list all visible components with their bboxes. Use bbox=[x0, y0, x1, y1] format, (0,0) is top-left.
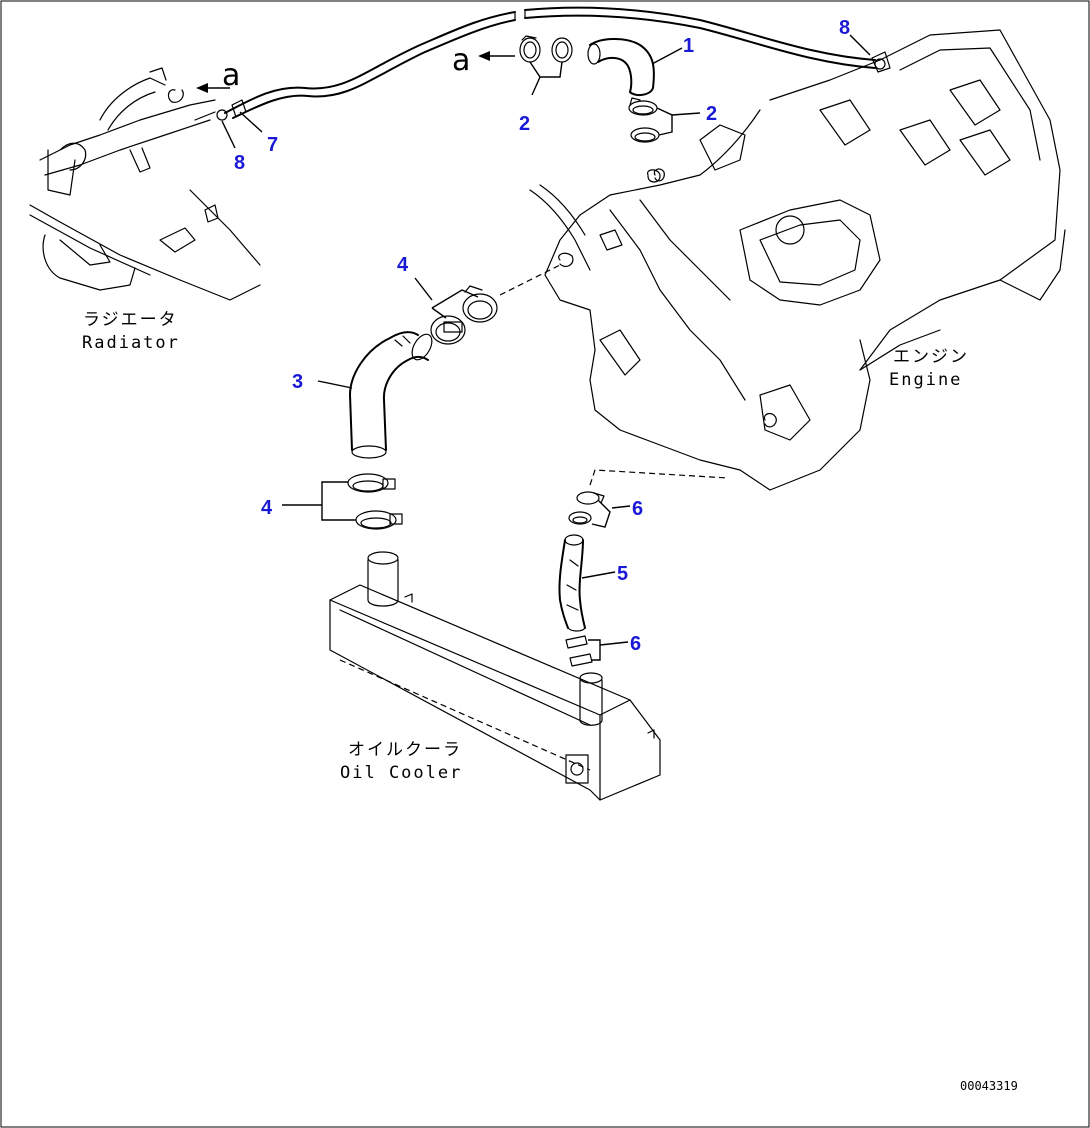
callout-5: 5 bbox=[617, 563, 628, 585]
callout-7: 7 bbox=[267, 134, 278, 156]
callout-4-upper: 4 bbox=[397, 254, 409, 276]
callout-8-right: 8 bbox=[839, 17, 850, 39]
oil-cooler-label-en: Oil Cooler bbox=[340, 763, 462, 783]
radiator-drawing bbox=[29, 67, 261, 301]
callout-2-right: 2 bbox=[706, 103, 717, 125]
clamps-4-upper bbox=[414, 277, 498, 345]
marker-a-left: a bbox=[222, 58, 240, 93]
engine-drawing bbox=[499, 29, 1066, 491]
hose-3 bbox=[349, 331, 433, 459]
callout-3: 3 bbox=[292, 371, 303, 393]
clamps-4-lower bbox=[282, 473, 403, 530]
radiator-label-en: Radiator bbox=[82, 333, 180, 353]
oil-cooler-drawing bbox=[329, 551, 661, 801]
callout-6-upper: 6 bbox=[632, 498, 643, 520]
vent-hose bbox=[194, 6, 891, 121]
engine-label-jp: エンジン bbox=[893, 347, 969, 367]
callout-2-top: 2 bbox=[519, 113, 530, 135]
marker-a-top: a bbox=[452, 43, 470, 78]
document-id: 00043319 bbox=[960, 1079, 1018, 1093]
oil-cooler-label-jp: オイルクーラ bbox=[348, 740, 462, 760]
clamps-2-top bbox=[519, 35, 573, 96]
callout-6-lower: 6 bbox=[630, 633, 641, 655]
callout-1: 1 bbox=[683, 35, 694, 57]
callout-8-left: 8 bbox=[234, 152, 245, 174]
clamps-2-right bbox=[628, 97, 701, 183]
engine-label-en: Engine bbox=[889, 370, 962, 390]
hose-1 bbox=[587, 38, 655, 97]
radiator-label-jp: ラジエータ bbox=[83, 310, 178, 330]
callout-4-lower: 4 bbox=[261, 497, 273, 519]
clamps-6 bbox=[565, 469, 729, 667]
connection-arrows bbox=[196, 51, 515, 93]
hose-5 bbox=[558, 534, 586, 632]
leader-lines bbox=[221, 34, 871, 579]
